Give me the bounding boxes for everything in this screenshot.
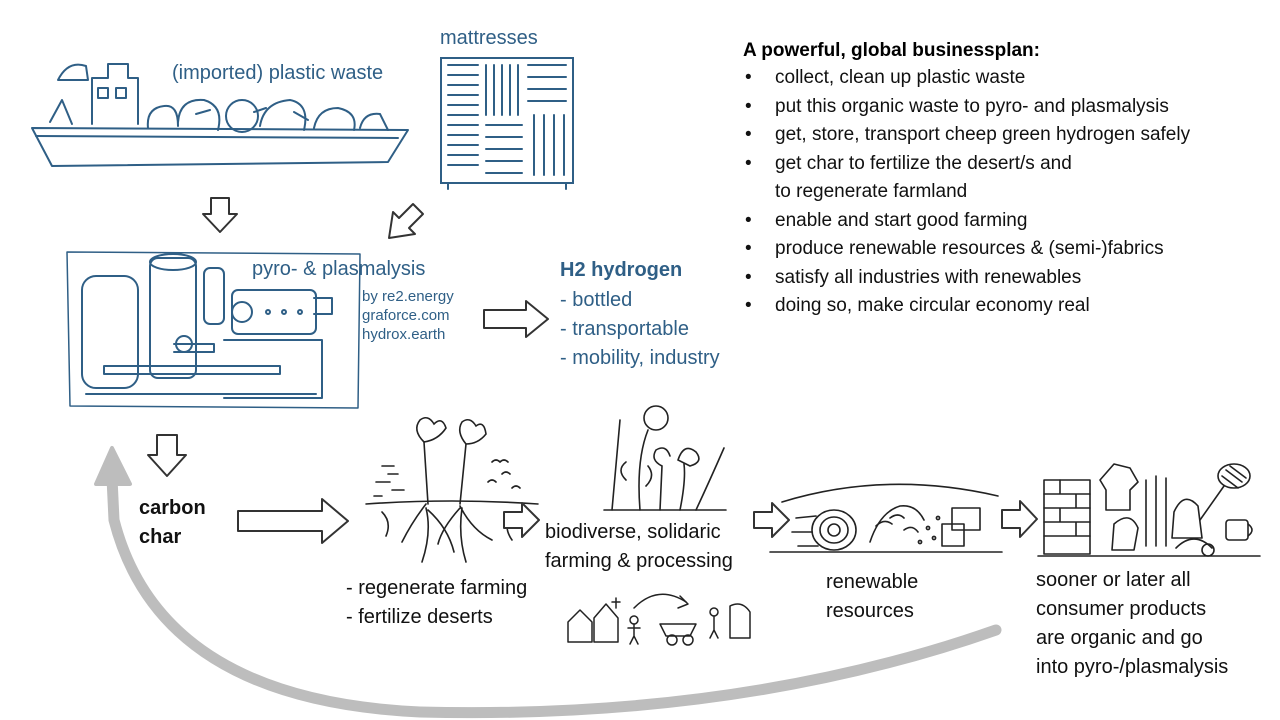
arrow-right-to-renewable xyxy=(753,502,790,538)
plan-bullet: enable and start good farming xyxy=(743,207,1190,236)
arrow-right-to-farming xyxy=(503,502,540,538)
hydrogen-list: - bottled - transportable - mobility, in… xyxy=(560,286,720,373)
arrow-right-to-hydrogen xyxy=(483,300,549,338)
pyro-plasmalysis-machine-sketch xyxy=(66,251,361,409)
business-plan-title: A powerful, global businessplan: xyxy=(743,40,1040,61)
consumer-products-sketch xyxy=(1037,463,1261,557)
plants-farming-sketch xyxy=(603,405,727,511)
provider-graforce: graforce.com xyxy=(362,307,450,324)
mattresses-sketch xyxy=(440,57,574,190)
carbon-char-label: carbon char xyxy=(139,497,206,548)
plan-bullet: get char to fertilize the desert/s andto… xyxy=(743,150,1190,207)
hydrogen-item: - bottled xyxy=(560,289,633,311)
village-cycle-sketch xyxy=(567,593,751,646)
hay-bale-resources-sketch xyxy=(769,483,1003,553)
plastic-waste-label: (imported) plastic waste xyxy=(172,62,384,84)
roots-trees-sketch xyxy=(365,416,539,563)
plan-bullet: produce renewable resources & (semi-)fab… xyxy=(743,235,1190,264)
hydrogen-item: - transportable xyxy=(560,318,689,340)
plan-bullet: get, store, transport cheep green hydrog… xyxy=(743,121,1190,150)
hydrogen-item: - mobility, industry xyxy=(560,347,720,369)
hydrogen-title: H2 hydrogen xyxy=(560,259,683,281)
provider-hydrox: hydrox.earth xyxy=(362,326,446,343)
arrow-right-to-consumer xyxy=(1001,500,1038,538)
consumer-products-label: sooner or later all consumer products ar… xyxy=(1036,569,1229,678)
renewable-label: renewable resources xyxy=(826,571,919,622)
plan-bullet: doing so, make circular economy real xyxy=(743,292,1190,321)
plan-bullet: collect, clean up plastic waste xyxy=(743,64,1190,93)
regenerate-label: - regenerate farming - fertilize deserts xyxy=(346,577,528,628)
provider-re2-energy: by re2.energy xyxy=(362,288,454,305)
plan-bullet: satisfy all industries with renewables xyxy=(743,264,1190,293)
arrow-diagonal-from-mattresses xyxy=(388,203,424,239)
pyro-title: pyro- & plasmalysis xyxy=(252,258,426,280)
arrow-down-from-machine xyxy=(147,434,187,477)
arrow-down-from-ship xyxy=(202,197,238,233)
business-plan: A powerful, global businessplan: collect… xyxy=(743,38,1190,321)
plan-bullet-continuation: to regenerate farmland xyxy=(775,181,968,202)
plan-bullet: put this organic waste to pyro- and plas… xyxy=(743,93,1190,122)
pyro-providers: by re2.energy graforce.com hydrox.earth xyxy=(362,287,454,344)
mattresses-label: mattresses xyxy=(440,27,538,49)
arrow-right-to-roots xyxy=(237,498,349,544)
business-plan-list: collect, clean up plastic waste put this… xyxy=(743,64,1190,321)
ship-plastic-waste-sketch xyxy=(31,63,409,167)
biodiverse-label: biodiverse, solidaric farming & processi… xyxy=(545,521,733,572)
